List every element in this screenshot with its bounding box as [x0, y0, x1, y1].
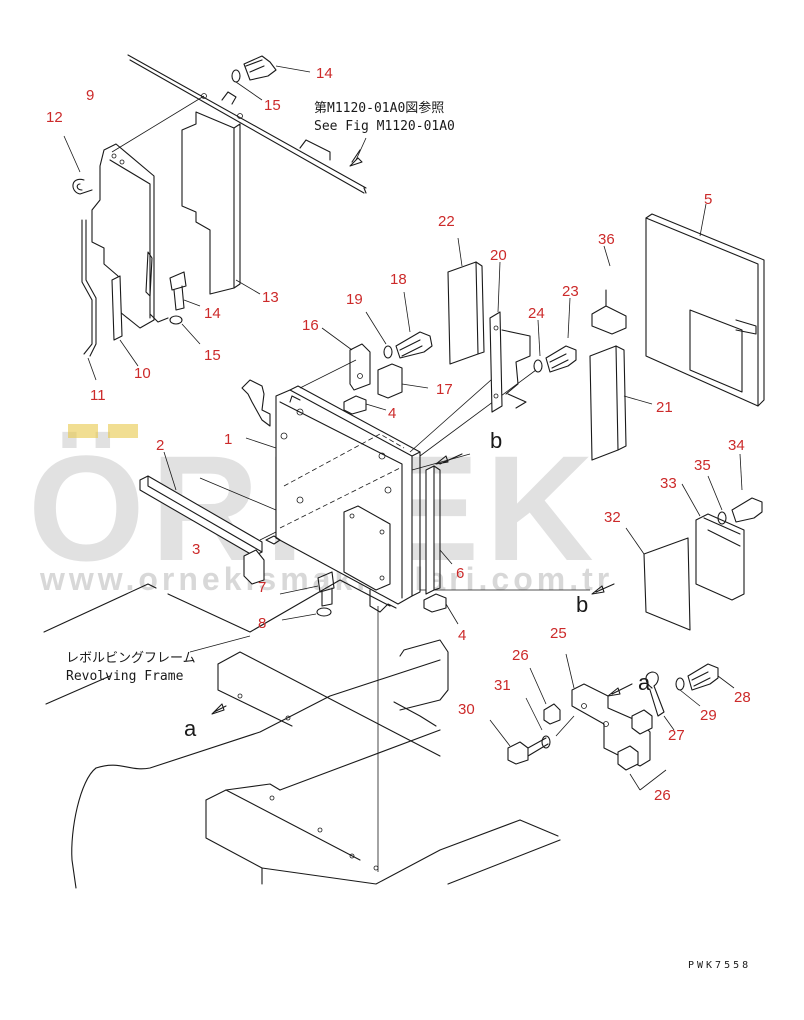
label-part-7: 7: [258, 579, 266, 596]
part-4-pad-lower: [423, 593, 459, 625]
part-25-bracket: [565, 653, 651, 767]
leader-fig-ref: [349, 137, 367, 167]
assembly-lines: [199, 359, 590, 872]
label-part-9: 9: [86, 87, 94, 104]
part-27-terminal: [645, 671, 675, 731]
label-part-14-top: 14: [316, 65, 333, 82]
part-1-controller-box: [245, 385, 421, 613]
label-part-22: 22: [438, 213, 455, 230]
annotations: 第M1120-01A0図参照 See Fig M1120-01A0 レボルビング…: [66, 100, 751, 971]
arrow-a-right-label: a: [638, 670, 651, 695]
part-13-plate: [181, 111, 261, 295]
part-3-pad: [243, 535, 281, 585]
label-part-27: 27: [668, 727, 685, 744]
label-part-16: 16: [302, 317, 319, 334]
part-32-sheet: [625, 527, 691, 631]
label-part-15-mid: 15: [204, 347, 221, 364]
part-10-strip: [111, 275, 139, 367]
part-20-bracket: [489, 261, 531, 413]
fig-ref-jp: 第M1120-01A0図参照: [314, 100, 444, 116]
watermark-url: www.ornekismakinalari.com.tr: [39, 561, 613, 597]
bolt-7-washer-8: [279, 571, 335, 621]
label-part-17: 17: [436, 381, 453, 398]
label-part-35: 35: [694, 457, 711, 474]
label-part-20: 20: [490, 247, 507, 264]
drawing-code: PWK7558: [688, 960, 751, 971]
label-part-4-upper: 4: [388, 405, 396, 422]
label-part-18: 18: [390, 271, 407, 288]
part-12-clip: [63, 135, 93, 195]
label-part-15-top: 15: [264, 97, 281, 114]
label-part-25: 25: [550, 625, 567, 642]
watermark-accent-left: [68, 424, 98, 438]
part-16-bracket: [321, 327, 371, 391]
label-part-28: 28: [734, 689, 751, 706]
revolving-frame: a: [43, 579, 561, 889]
label-part-23: 23: [562, 283, 579, 300]
bolt-14-mid: [149, 271, 201, 345]
label-part-3: 3: [192, 541, 200, 558]
label-part-26-upper: 26: [512, 647, 529, 664]
label-part-6: 6: [456, 565, 464, 582]
part-9-bracket: [91, 95, 205, 329]
frame-label-en: Revolving Frame: [66, 669, 184, 684]
label-part-2: 2: [156, 437, 164, 454]
label-part-21: 21: [656, 399, 673, 416]
part-36-pad: [591, 245, 627, 335]
label-part-33: 33: [660, 475, 677, 492]
label-part-10: 10: [134, 365, 151, 382]
part-6-strip: [425, 465, 453, 595]
label-part-36: 36: [598, 231, 615, 248]
arrow-b-upper-label: b: [490, 428, 502, 453]
bolt-34-washer-35-part-33: [681, 453, 763, 601]
arrow-b-lower-label: b: [576, 592, 588, 617]
part-2-bar: [139, 451, 263, 557]
arrow-b: b b: [435, 428, 615, 617]
bolt-28-washer-29: a: [607, 663, 735, 707]
label-part-5: 5: [704, 191, 712, 208]
label-part-1: 1: [224, 431, 232, 448]
label-part-26-lower: 26: [654, 787, 671, 804]
frame-label-jp: レボルビングフレーム: [66, 651, 196, 666]
label-part-14-mid: 14: [204, 305, 221, 322]
part-number-labels: 1 2 3 4 4 5 6 7 8 9 10 11 12 13 14 14 15…: [46, 65, 751, 804]
part-11-rod: [81, 219, 97, 381]
arrow-a-lower-label: a: [184, 716, 197, 741]
part-5-panel: [645, 203, 765, 407]
label-part-32: 32: [604, 509, 621, 526]
label-part-13: 13: [262, 289, 279, 306]
bolt-30-washer-31: [489, 697, 575, 765]
part-21-strip: [589, 345, 653, 461]
label-part-8: 8: [258, 615, 266, 632]
label-part-31: 31: [494, 677, 511, 694]
bolt-23-washer-24: [533, 297, 577, 373]
label-part-34: 34: [728, 437, 745, 454]
part-26-pads: [529, 667, 667, 791]
bolt-18-washer-19: [365, 291, 433, 359]
label-part-19: 19: [346, 291, 363, 308]
label-part-11: 11: [90, 387, 106, 404]
watermark-accent-right: [108, 424, 138, 438]
part-17-block: [377, 363, 429, 399]
bolt-14-top: [231, 55, 311, 101]
fig-ref-en: See Fig M1120-01A0: [314, 119, 455, 134]
part-4-pad-upper: [343, 395, 387, 415]
label-part-24: 24: [528, 305, 545, 322]
top-reference-bar: [127, 54, 367, 194]
label-part-4-lower: 4: [458, 627, 466, 644]
label-part-30: 30: [458, 701, 475, 718]
label-part-29: 29: [700, 707, 717, 724]
part-22-plate: [447, 237, 485, 365]
bracket-left: [241, 379, 271, 427]
label-part-12: 12: [46, 109, 63, 126]
